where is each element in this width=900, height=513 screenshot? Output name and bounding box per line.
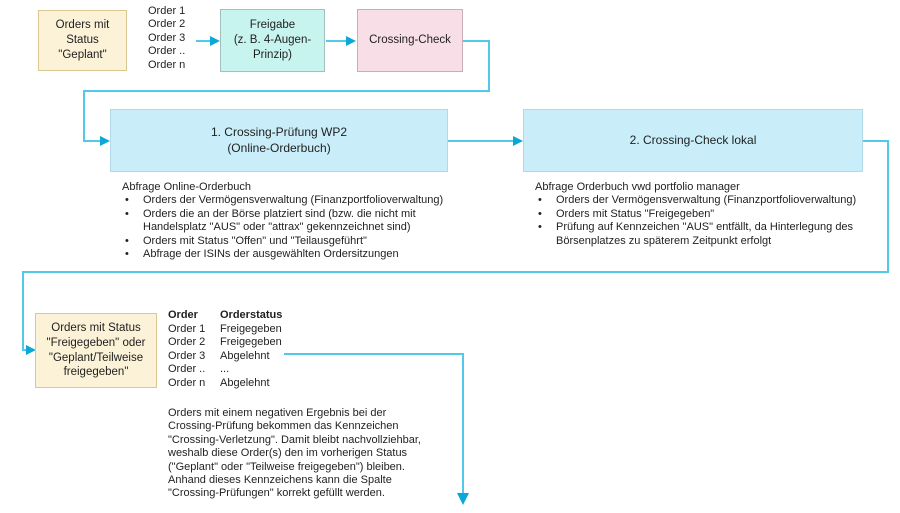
- table-header-orderstatus: Orderstatus: [220, 309, 283, 321]
- step1-bullet: Orders mit Status "Offen" und "Teilausge…: [122, 235, 514, 249]
- table-cell: Order ..: [168, 363, 206, 375]
- arrowhead-to-result-icon: [26, 345, 36, 355]
- connector-c-seg1: [863, 140, 889, 142]
- order-status-table: Order Orderstatus Order 1 Freigegeben Or…: [168, 309, 282, 390]
- table-cell: Freigegeben: [220, 322, 282, 335]
- step1-box: 1. Crossing-Prüfung WP2 (Online-Orderbuc…: [110, 109, 448, 172]
- step2-box: 2. Crossing-Check lokal: [523, 109, 863, 172]
- step2-subtitle: Abfrage Orderbuch vwd portfolio manager: [535, 181, 740, 193]
- connector-orders-to-approval: [196, 40, 211, 42]
- order-list: Order 1 Order 2 Order 3 Order .. Order n: [148, 5, 186, 71]
- connector-d-seg1: [284, 353, 464, 355]
- connector-a-seg3: [83, 90, 490, 92]
- table-cell: Abgelehnt: [220, 376, 270, 389]
- arrowhead-to-step2-icon: [513, 136, 523, 146]
- connector-c-seg3: [22, 271, 889, 273]
- connector-c-seg4: [22, 271, 24, 351]
- result-status-box: Orders mit Status "Freigegeben" oder "Ge…: [35, 313, 157, 388]
- step2-bullet: Orders der Vermögensverwaltung (Finanzpo…: [535, 194, 897, 208]
- table-cell: Order n: [168, 376, 206, 389]
- step1-bullet: Orders die an der Börse platziert sind (…: [122, 208, 514, 235]
- step1-bullet: Orders der Vermögensverwaltung (Finanzpo…: [122, 194, 514, 208]
- arrowhead-to-crossing-icon: [346, 36, 356, 46]
- connector-d-seg2: [462, 353, 464, 494]
- step2-bullet: Orders mit Status "Freigegeben": [535, 208, 897, 222]
- table-cell: Order 1: [168, 322, 206, 335]
- crossing-violation-note: Orders mit einem negativen Ergebnis bei …: [168, 407, 421, 500]
- approval-box: Freigabe (z. B. 4-Augen- Prinzip): [220, 9, 325, 72]
- arrowhead-to-step1-icon: [100, 136, 110, 146]
- connector-a-seg1: [463, 40, 490, 42]
- planned-orders-box: Orders mit Status "Geplant": [38, 10, 127, 71]
- connector-b: [448, 140, 514, 142]
- crossing-check-box: Crossing-Check: [357, 9, 463, 72]
- table-header-order: Order: [168, 309, 198, 321]
- connector-c-seg2: [887, 140, 889, 273]
- table-cell: Freigegeben: [220, 336, 282, 348]
- table-cell: ...: [220, 363, 230, 375]
- step1-bullet-list: Orders der Vermögensverwaltung (Finanzpo…: [122, 194, 514, 261]
- step2-bullet: Prüfung auf Kennzeichen "AUS" entfällt, …: [535, 221, 897, 248]
- connector-a-seg5: [84, 140, 102, 142]
- connector-approval-to-crossing: [326, 40, 347, 42]
- step1-details: Abfrage Online-Orderbuch Orders der Verm…: [122, 181, 514, 262]
- connector-a-seg2: [488, 40, 490, 92]
- arrowhead-to-approval-icon: [210, 36, 220, 46]
- step1-bullet: Abfrage der ISINs der ausgewählten Order…: [122, 248, 514, 262]
- arrowhead-down-icon: [457, 493, 469, 505]
- table-cell: Abgelehnt: [220, 349, 270, 362]
- connector-a-seg4: [83, 90, 85, 142]
- step2-bullet-list: Orders der Vermögensverwaltung (Finanzpo…: [535, 194, 897, 248]
- step2-details: Abfrage Orderbuch vwd portfolio manager …: [535, 181, 897, 248]
- step1-subtitle: Abfrage Online-Orderbuch: [122, 181, 252, 193]
- table-cell: Order 2: [168, 336, 206, 348]
- table-cell: Order 3: [168, 349, 206, 362]
